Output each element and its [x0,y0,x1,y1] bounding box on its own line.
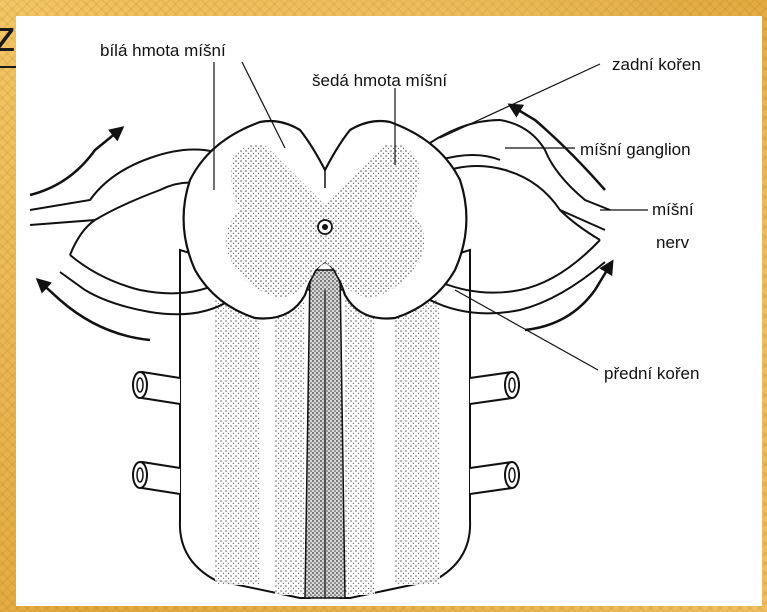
rootlets-left [133,372,180,494]
label-spinal-nerve-line2: nerv [656,233,690,252]
label-spinal-ganglion: míšní ganglion [580,140,691,159]
label-dorsal-root: zadní kořen [612,55,701,74]
label-gray-matter: šedá hmota míšní [312,71,447,90]
label-spinal-nerve-line1: míšní [652,200,694,219]
spinal-cord-figure: bílá hmota míšní šedá hmota míšní zadní … [16,16,762,606]
spinal-cord-diagram: bílá hmota míšní šedá hmota míšní zadní … [16,16,762,606]
rootlets-right [470,372,519,494]
slide-title-underline [0,66,16,68]
label-ventral-root: přední kořen [604,364,699,383]
slide-title: z [0,12,16,62]
label-white-matter: bílá hmota míšní [100,41,226,60]
